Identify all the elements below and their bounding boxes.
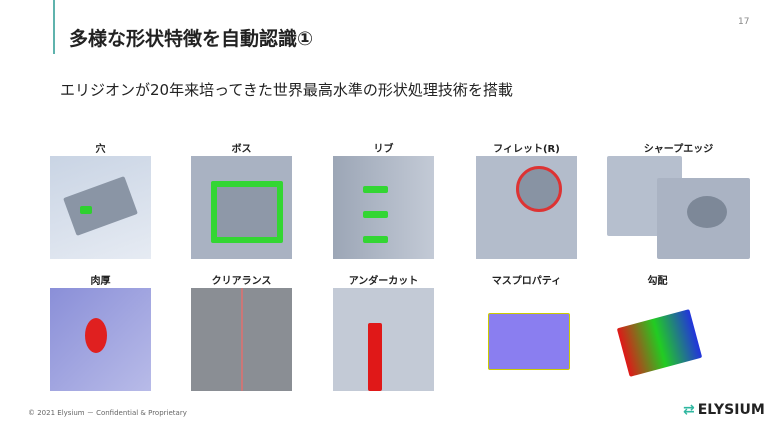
feature-fillet: フィレット(R)	[476, 140, 577, 259]
feature-label: クリアランス	[211, 276, 272, 287]
feature-label: フィレット(R)	[493, 144, 560, 155]
title-accent-bar	[53, 0, 55, 54]
feature-label: ボス	[231, 144, 252, 155]
clearance-image	[191, 288, 292, 391]
feature-label: 穴	[95, 144, 106, 155]
feature-hole: 穴	[50, 140, 151, 259]
fillet-image	[476, 156, 577, 259]
feature-clearance: クリアランス	[191, 272, 292, 391]
draft-image	[607, 288, 708, 391]
slide-subtitle: エリジオンが20年来培ってきた世界最高水準の形状処理技術を搭載	[60, 81, 513, 99]
page-number: 17	[738, 17, 750, 27]
undercut-image	[333, 288, 434, 391]
arrows-icon: ⇄	[683, 402, 695, 418]
feature-draft: 勾配	[607, 272, 708, 391]
feature-label: 勾配	[647, 276, 668, 287]
rib-image	[333, 156, 434, 259]
logo-text: ELYSIUM	[697, 402, 765, 418]
elysium-logo: ⇄ELYSIUM	[683, 402, 768, 418]
feature-label: マスプロパティ	[491, 276, 562, 287]
feature-undercut: アンダーカット	[333, 272, 434, 391]
feature-mass-properties: マスプロパティ	[476, 272, 577, 391]
feature-rib: リブ	[333, 140, 434, 259]
feature-boss: ボス	[191, 140, 292, 259]
mass-properties-image	[476, 288, 577, 391]
feature-label: アンダーカット	[348, 276, 419, 287]
copyright: © 2021 Elysium － Confidential & Propriet…	[28, 409, 187, 417]
slide-title: 多様な形状特徴を自動認識①	[69, 28, 314, 50]
feature-wall-thickness: 肉厚	[50, 272, 151, 391]
feature-label: シャープエッジ	[643, 144, 714, 155]
sharp-edge-image	[607, 156, 750, 259]
feature-label: 肉厚	[90, 276, 111, 287]
feature-sharp-edge: シャープエッジ	[607, 140, 750, 259]
wall-thickness-image	[50, 288, 151, 391]
feature-label: リブ	[373, 144, 394, 155]
boss-image	[191, 156, 292, 259]
hole-image	[50, 156, 151, 259]
